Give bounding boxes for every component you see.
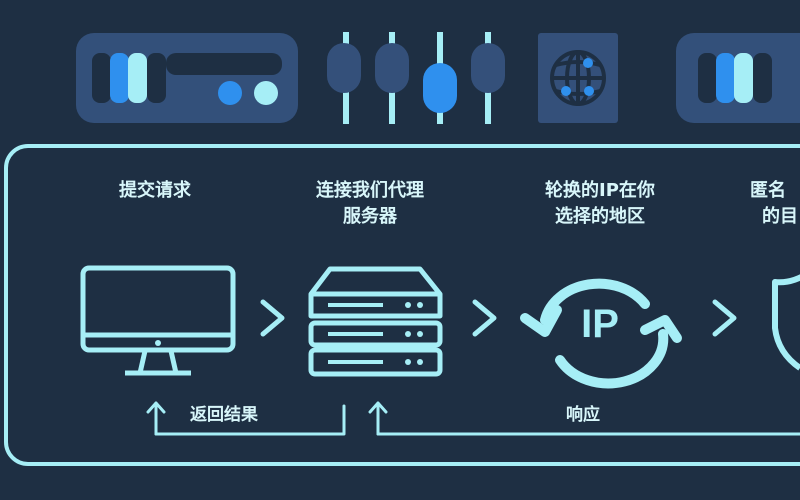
equalizer-panel-icon	[676, 33, 800, 123]
step-title-submit: 提交请求	[119, 180, 191, 201]
chevron-right-icon	[472, 299, 497, 337]
response-label: 响应	[566, 405, 600, 425]
process-frame	[4, 144, 800, 466]
server-icon	[308, 266, 443, 377]
chevron-right-icon	[260, 299, 285, 337]
return-arrow	[146, 401, 800, 436]
return-result-label: 返回结果	[190, 405, 258, 425]
globe-network-icon	[538, 33, 618, 123]
step-title-rotate-ip: 轮换的IP在你选择的地区	[545, 180, 655, 227]
chevron-right-icon	[712, 299, 737, 337]
step-title-connect: 连接我们代理服务器	[316, 180, 424, 227]
step-title-anonymous: 匿名的目	[750, 180, 798, 227]
shield-icon	[772, 274, 800, 371]
ip-rotate-icon: IP	[520, 278, 682, 389]
equalizer-panel-icon	[76, 33, 298, 123]
monitor-icon	[80, 265, 236, 376]
ip-label: IP	[581, 302, 619, 346]
